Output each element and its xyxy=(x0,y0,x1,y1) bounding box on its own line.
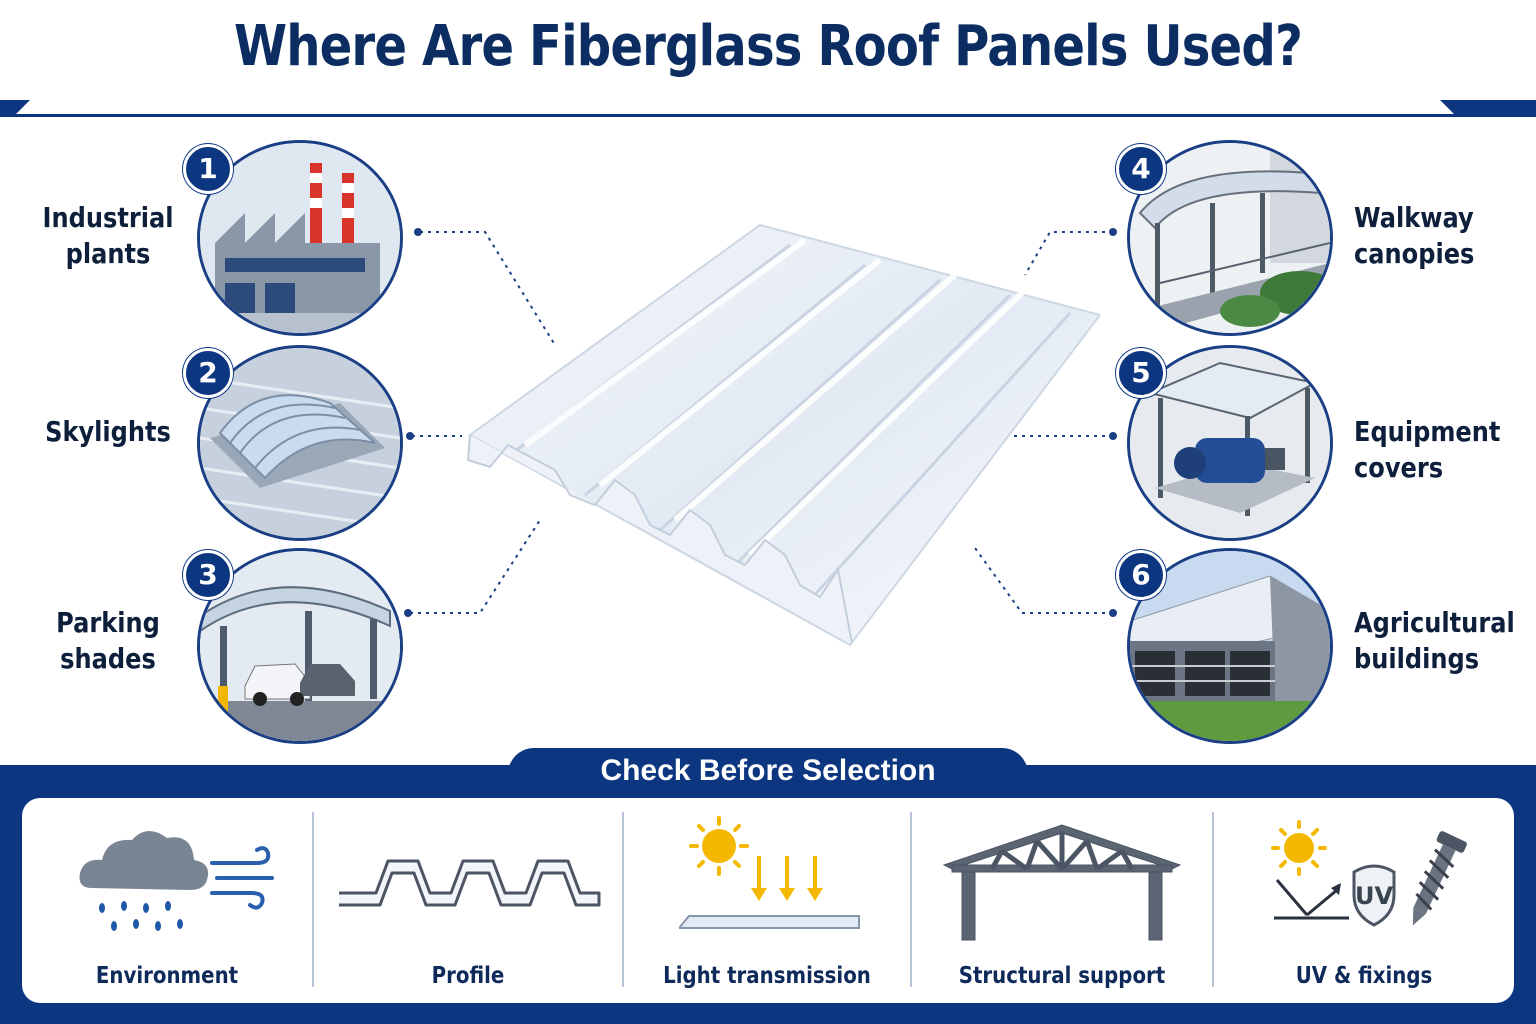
equipment-covers-image xyxy=(1127,345,1333,541)
skylight-icon xyxy=(200,348,400,538)
check-label: Profile xyxy=(431,963,505,989)
divider xyxy=(910,812,912,987)
label-line: buildings xyxy=(1354,642,1480,675)
fiberglass-panel-illustration xyxy=(466,223,1100,647)
check-item-uv-fixings: UV UV & fixings xyxy=(1214,798,1514,1003)
label-line: canopies xyxy=(1354,237,1475,270)
label-agricultural-buildings: Agricultural buildings xyxy=(1354,605,1515,677)
badge-6: 6 xyxy=(1116,550,1166,600)
label-line: Agricultural xyxy=(1354,606,1515,639)
label-line: covers xyxy=(1354,451,1444,484)
label-line: Skylights xyxy=(45,415,171,448)
industrial-plants-image xyxy=(197,140,403,336)
badge-3: 3 xyxy=(183,550,233,600)
profile-icon xyxy=(339,859,601,907)
title-divider xyxy=(0,100,1536,117)
label-industrial-plants: Industrial plants xyxy=(39,200,177,272)
badge-4: 4 xyxy=(1116,144,1166,194)
badge-1: 1 xyxy=(183,144,233,194)
label-line: shades xyxy=(60,642,156,675)
uv-shield-text: UV xyxy=(1355,882,1393,910)
check-item-profile: Profile xyxy=(314,798,622,1003)
divider xyxy=(622,812,624,987)
label-equipment-covers: Equipment covers xyxy=(1354,414,1509,486)
divider xyxy=(312,812,314,987)
check-item-environment: Environment xyxy=(22,798,312,1003)
check-label: Light transmission xyxy=(663,963,871,989)
label-skylights: Skylights xyxy=(39,414,177,450)
carport-icon xyxy=(200,551,400,741)
factory-icon xyxy=(200,143,400,333)
label-line: Industrial xyxy=(42,201,174,234)
check-card xyxy=(22,798,1514,1003)
check-label: UV & fixings xyxy=(1295,963,1433,989)
label-line: Equipment xyxy=(1354,415,1501,448)
check-section-tab xyxy=(508,748,1028,804)
label-line: Parking xyxy=(56,606,160,639)
badge-5: 5 xyxy=(1116,348,1166,398)
label-line: Walkway xyxy=(1354,201,1474,234)
badge-2: 2 xyxy=(183,348,233,398)
uv-screw-icon: UV xyxy=(1271,820,1467,927)
check-item-light-transmission: Light transmission xyxy=(624,798,910,1003)
label-walkway-canopies: Walkway canopies xyxy=(1354,200,1509,272)
label-line: plants xyxy=(65,237,151,270)
truss-icon xyxy=(942,824,1182,941)
page-title: Where Are Fiberglass Roof Panels Used? xyxy=(233,14,1303,79)
sunlight-icon xyxy=(679,816,860,929)
check-item-structural-support: Structural support xyxy=(912,798,1212,1003)
weather-icon xyxy=(79,830,274,931)
check-label: Structural support xyxy=(958,963,1166,989)
check-label: Environment xyxy=(95,963,239,989)
divider xyxy=(1212,812,1214,987)
label-parking-shades: Parking shades xyxy=(39,605,177,677)
check-section-heading: Check Before Selection xyxy=(600,754,936,787)
